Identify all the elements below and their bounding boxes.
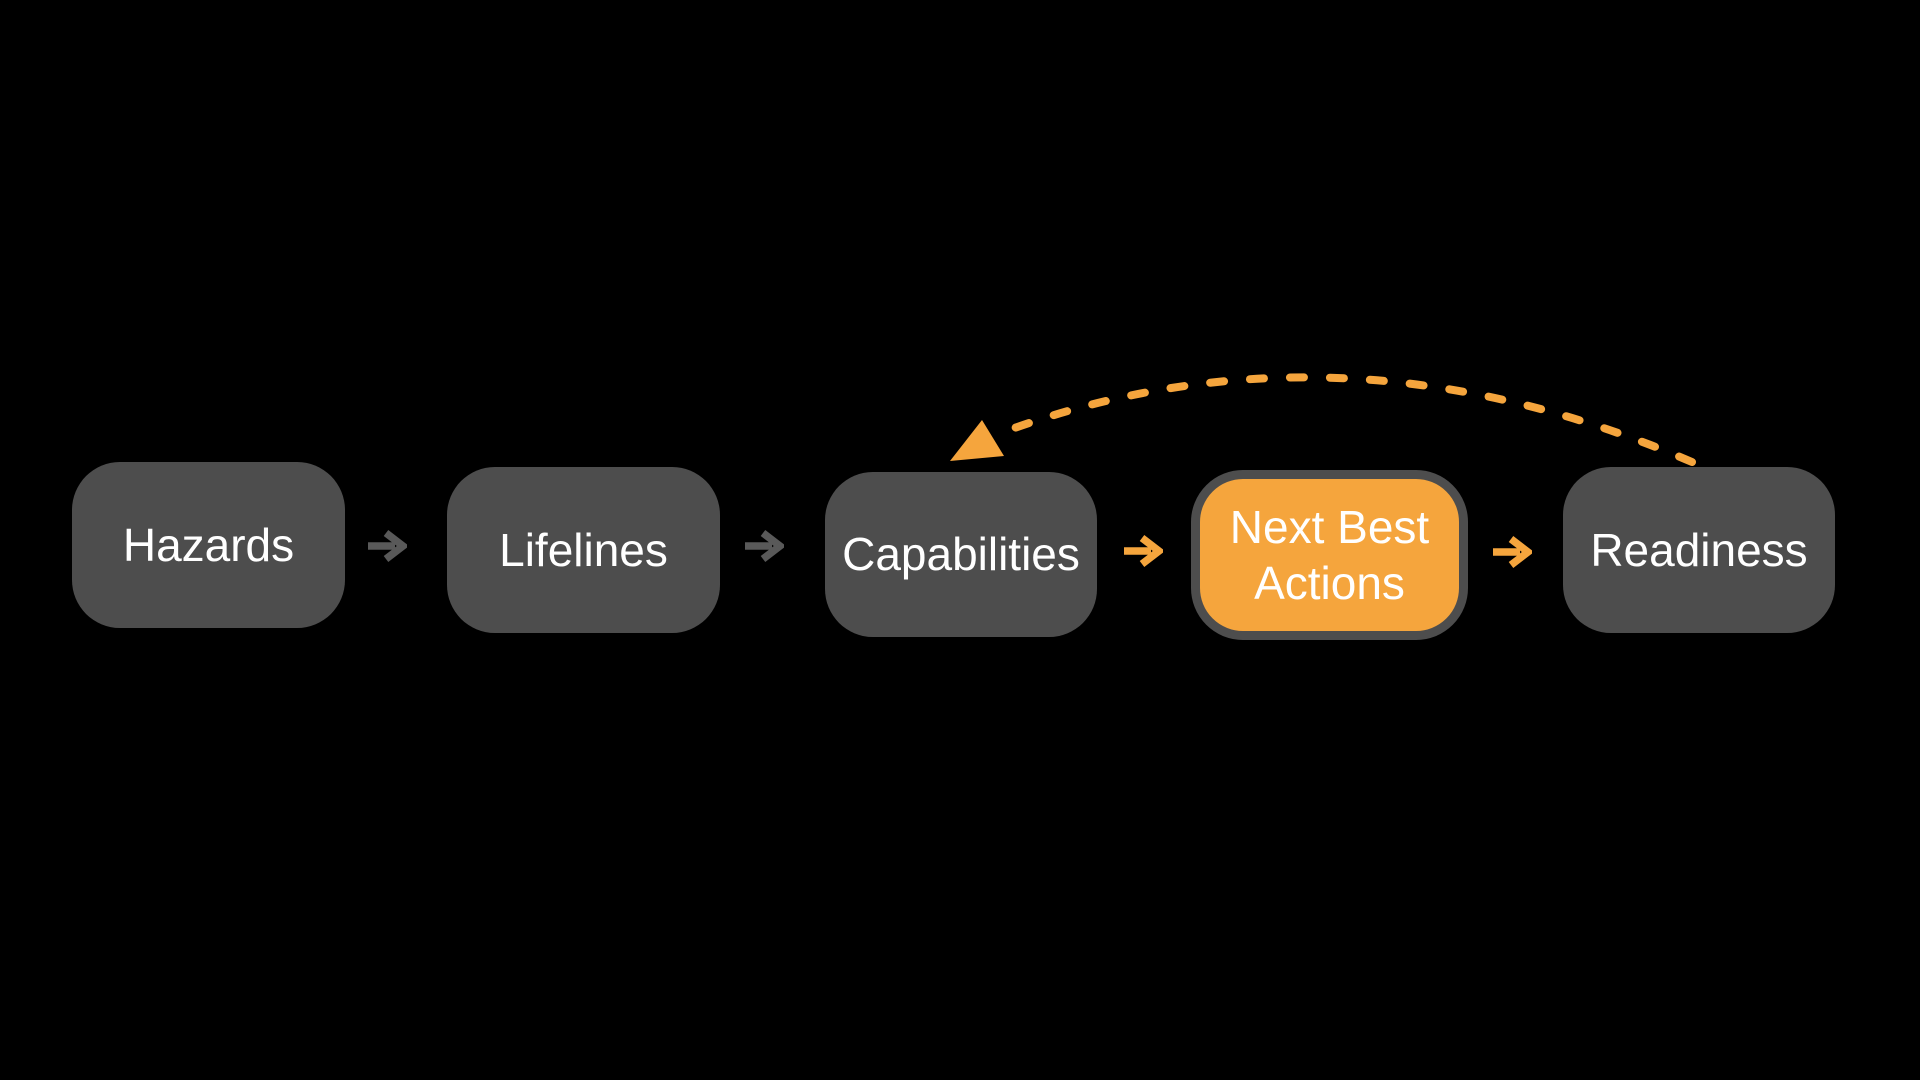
arrowhead-icon [950,420,1004,461]
arrow-right-icon [368,530,407,562]
arrow-capabilities-to-next-best-actions [1123,535,1163,567]
arrow-next-best-actions-to-readiness [1492,536,1532,568]
node-readiness: Readiness [1563,467,1835,633]
node-lifelines-label: Lifelines [499,523,668,576]
node-next-best-actions-label: Next Best Actions [1229,500,1430,609]
node-readiness-label: Readiness [1590,523,1808,576]
arrow-lifelines-to-capabilities [744,530,784,562]
arrow-right-icon [1493,536,1532,568]
node-capabilities: Capabilities [825,472,1097,637]
arrow-hazards-to-lifelines [367,530,407,562]
node-hazards: Hazards [72,462,345,628]
arrow-right-icon [745,530,784,562]
arrow-right-icon [1124,535,1163,567]
node-lifelines: Lifelines [447,467,720,633]
node-hazards-label: Hazards [122,518,295,571]
node-next-best-actions: Next Best Actions [1191,470,1468,640]
node-capabilities-label: Capabilities [842,528,1080,581]
dashed-curve-icon [1002,373,1696,466]
